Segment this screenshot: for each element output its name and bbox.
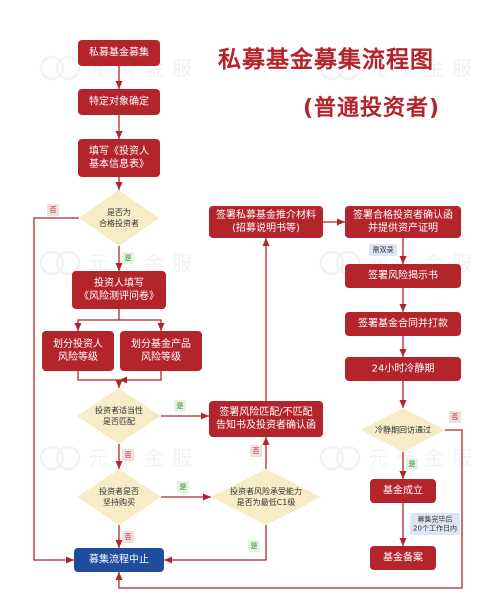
note-text: 需双录 <box>373 246 394 254</box>
svg-text:否: 否 <box>125 533 132 541</box>
yes-label-d1_yes: 是 <box>122 252 134 264</box>
flow-arrow <box>119 371 162 384</box>
node-label: 《风险测评问卷》 <box>79 289 159 302</box>
node-label: 合格投资者 <box>99 218 139 228</box>
node-label: 签署私募基金推介材料 <box>216 208 316 221</box>
svg-text:否: 否 <box>50 206 57 214</box>
node-label: 风险等级 <box>141 350 181 363</box>
no-label-d2_no: 否 <box>122 449 134 461</box>
watermark: 元卡金服 <box>319 445 480 471</box>
node-label: 投资者是否 <box>99 486 139 496</box>
note-dual: 需双录 <box>369 244 397 256</box>
step-n13: 基金成立 <box>370 479 436 503</box>
flow-arrow <box>33 217 79 564</box>
step-n1: 私募基金募集 <box>78 40 160 66</box>
node-label: 私募基金募集 <box>89 46 149 59</box>
svg-text:元卡金服: 元卡金服 <box>88 446 200 470</box>
step-n4: 投资人填写《风险测评问卷》 <box>72 271 166 309</box>
flow-arrow <box>115 429 463 589</box>
no-label-d3_no: 否 <box>122 531 134 543</box>
step-n2: 特定对象确定 <box>78 89 160 115</box>
node-label: 签署合格投资者确认函 <box>353 208 453 221</box>
svg-text:是: 是 <box>251 542 258 550</box>
flow-arrow <box>77 371 123 388</box>
node-label: 签署风险匹配/不匹配 <box>219 405 312 418</box>
watermark: 元卡金服 <box>319 55 480 81</box>
step-n8: 签署私募基金推介材料(招募说明书等) <box>209 206 323 238</box>
node-label: 是否为 <box>107 207 131 217</box>
node-label: 划分投资人 <box>53 337 103 350</box>
node-label: 基本信息表》 <box>89 157 149 170</box>
svg-text:是: 是 <box>409 460 416 468</box>
svg-text:是: 是 <box>177 402 184 410</box>
node-label: (招募说明书等) <box>232 221 300 234</box>
node-label: 基金备案 <box>383 551 423 564</box>
svg-text:否: 否 <box>125 451 132 459</box>
node-label: 特定对象确定 <box>89 95 149 108</box>
page-subtitle: (普通投资者) <box>303 96 441 121</box>
svg-text:是: 是 <box>180 483 187 491</box>
node-label: 是否为最低C1级 <box>237 497 296 507</box>
step-n12: 24小时冷静期 <box>345 357 461 381</box>
node-label: 24小时冷静期 <box>372 362 435 375</box>
node-label: 填写《投资人 <box>89 144 149 157</box>
no-label-d4_no: 否 <box>250 445 262 457</box>
watermark: 元卡金服 <box>39 445 200 471</box>
yes-label-d3_yes: 是 <box>177 481 189 493</box>
svg-text:否: 否 <box>253 447 260 455</box>
svg-text:否: 否 <box>452 413 459 421</box>
flow-arrow <box>119 319 165 331</box>
node-label: 冷静期回访通过 <box>375 425 431 435</box>
step-n11: 签署基金合同并打款 <box>345 312 461 336</box>
node-label: 签署基金合同并打款 <box>358 317 448 330</box>
node-label: 并提供资产证明 <box>368 221 438 234</box>
no-label-d5_no: 否 <box>449 411 461 423</box>
node-label: 划分基金产品 <box>131 337 191 350</box>
terminal-end: 募集流程中止 <box>74 548 164 572</box>
flow-arrow <box>164 525 267 564</box>
node-label: 签署风险揭示书 <box>368 269 438 282</box>
node-label: 坚持购买 <box>103 497 135 507</box>
yes-label-d2_yes: 是 <box>174 400 186 412</box>
node-label: 风险等级 <box>58 350 98 363</box>
note-text: 募集完毕后 <box>418 515 453 524</box>
yes-label-d5_yes: 是 <box>406 458 418 470</box>
node-label: 是否匹配 <box>103 417 135 426</box>
decision-d5: 冷静期回访通过 <box>361 408 445 452</box>
node-label: 告知书及投资者确认函 <box>216 418 316 431</box>
node-label: 基金成立 <box>383 484 423 497</box>
step-n14: 基金备案 <box>370 546 436 570</box>
svg-text:元卡金服: 元卡金服 <box>368 446 480 470</box>
node-label: 投资者风险承受能力 <box>230 486 302 496</box>
node-label: 投资人填写 <box>94 276 144 289</box>
note-text: 20个工作日内 <box>413 524 457 533</box>
yes-label-d4_yes: 是 <box>248 540 260 552</box>
no-label-d1_no: 否 <box>47 204 59 216</box>
node-label: 募集流程中止 <box>89 553 149 566</box>
svg-text:是: 是 <box>125 254 132 262</box>
step-n10: 签署风险揭示书 <box>345 264 461 288</box>
node-label: 投资者适当性 <box>95 405 143 415</box>
svg-text:元卡金服: 元卡金服 <box>368 56 480 80</box>
page-title: 私募基金募集流程图 <box>218 47 434 73</box>
flow-arrow <box>74 309 120 331</box>
